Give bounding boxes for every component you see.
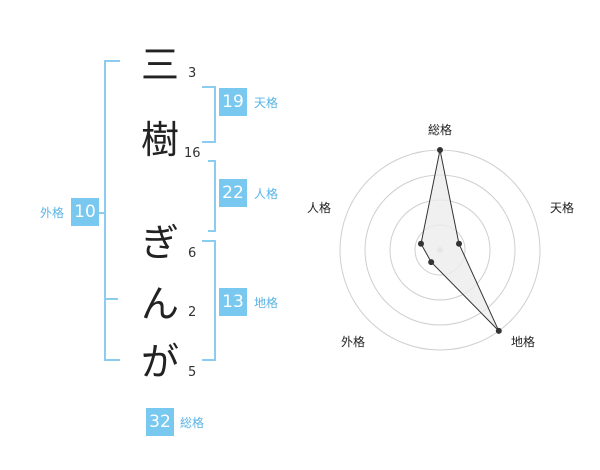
stroke-count-5: 5	[188, 365, 197, 380]
stroke-count-3: 6	[188, 246, 197, 261]
radar-shape	[420, 149, 500, 332]
chikaku-badge: 13	[219, 288, 247, 316]
jinkaku-label: 人格	[254, 187, 279, 201]
jinkaku-bracket	[208, 160, 216, 232]
gaikaku-label: 外格	[40, 206, 65, 220]
radar-point-1	[437, 147, 443, 153]
tenkaku-label: 天格	[254, 96, 279, 110]
radar-axis-label-gaikaku: 外格	[341, 334, 365, 349]
radar-axis-label-jinkaku: 人格	[307, 200, 331, 215]
radar-point-2	[456, 240, 462, 247]
jinkaku-badge: 22	[219, 179, 247, 207]
stroke-count-2: 16	[184, 146, 201, 161]
name-char-5: が	[141, 340, 180, 384]
gaikaku-connector	[98, 212, 104, 214]
name-char-1: 三	[141, 43, 180, 87]
radar-axis-label-chikaku: 地格	[511, 334, 535, 349]
gaikaku-bracket	[104, 60, 120, 361]
gaikaku-bracket-tick	[104, 298, 118, 300]
name-char-4: ん	[141, 282, 180, 326]
chikaku-bracket	[202, 240, 216, 361]
tenkaku-bracket	[202, 86, 216, 143]
name-char-3: ぎ	[141, 221, 180, 265]
radar-point-4	[428, 259, 435, 266]
tenkaku-badge: 19	[219, 88, 247, 116]
soukaku-badge: 32	[146, 408, 174, 436]
name-char-2: 樹	[141, 118, 180, 162]
radar-axis-label-soukaku: 総格	[428, 122, 452, 137]
gaikaku-badge: 10	[71, 198, 99, 226]
radar-axis-label-tenkaku: 天格	[550, 200, 574, 215]
chikaku-label: 地格	[254, 296, 279, 310]
soukaku-label: 総格	[180, 416, 205, 430]
radar-point-3	[495, 327, 502, 334]
stroke-count-4: 2	[188, 305, 197, 320]
stroke-count-1: 3	[188, 66, 197, 81]
radar-point-5	[418, 240, 424, 247]
